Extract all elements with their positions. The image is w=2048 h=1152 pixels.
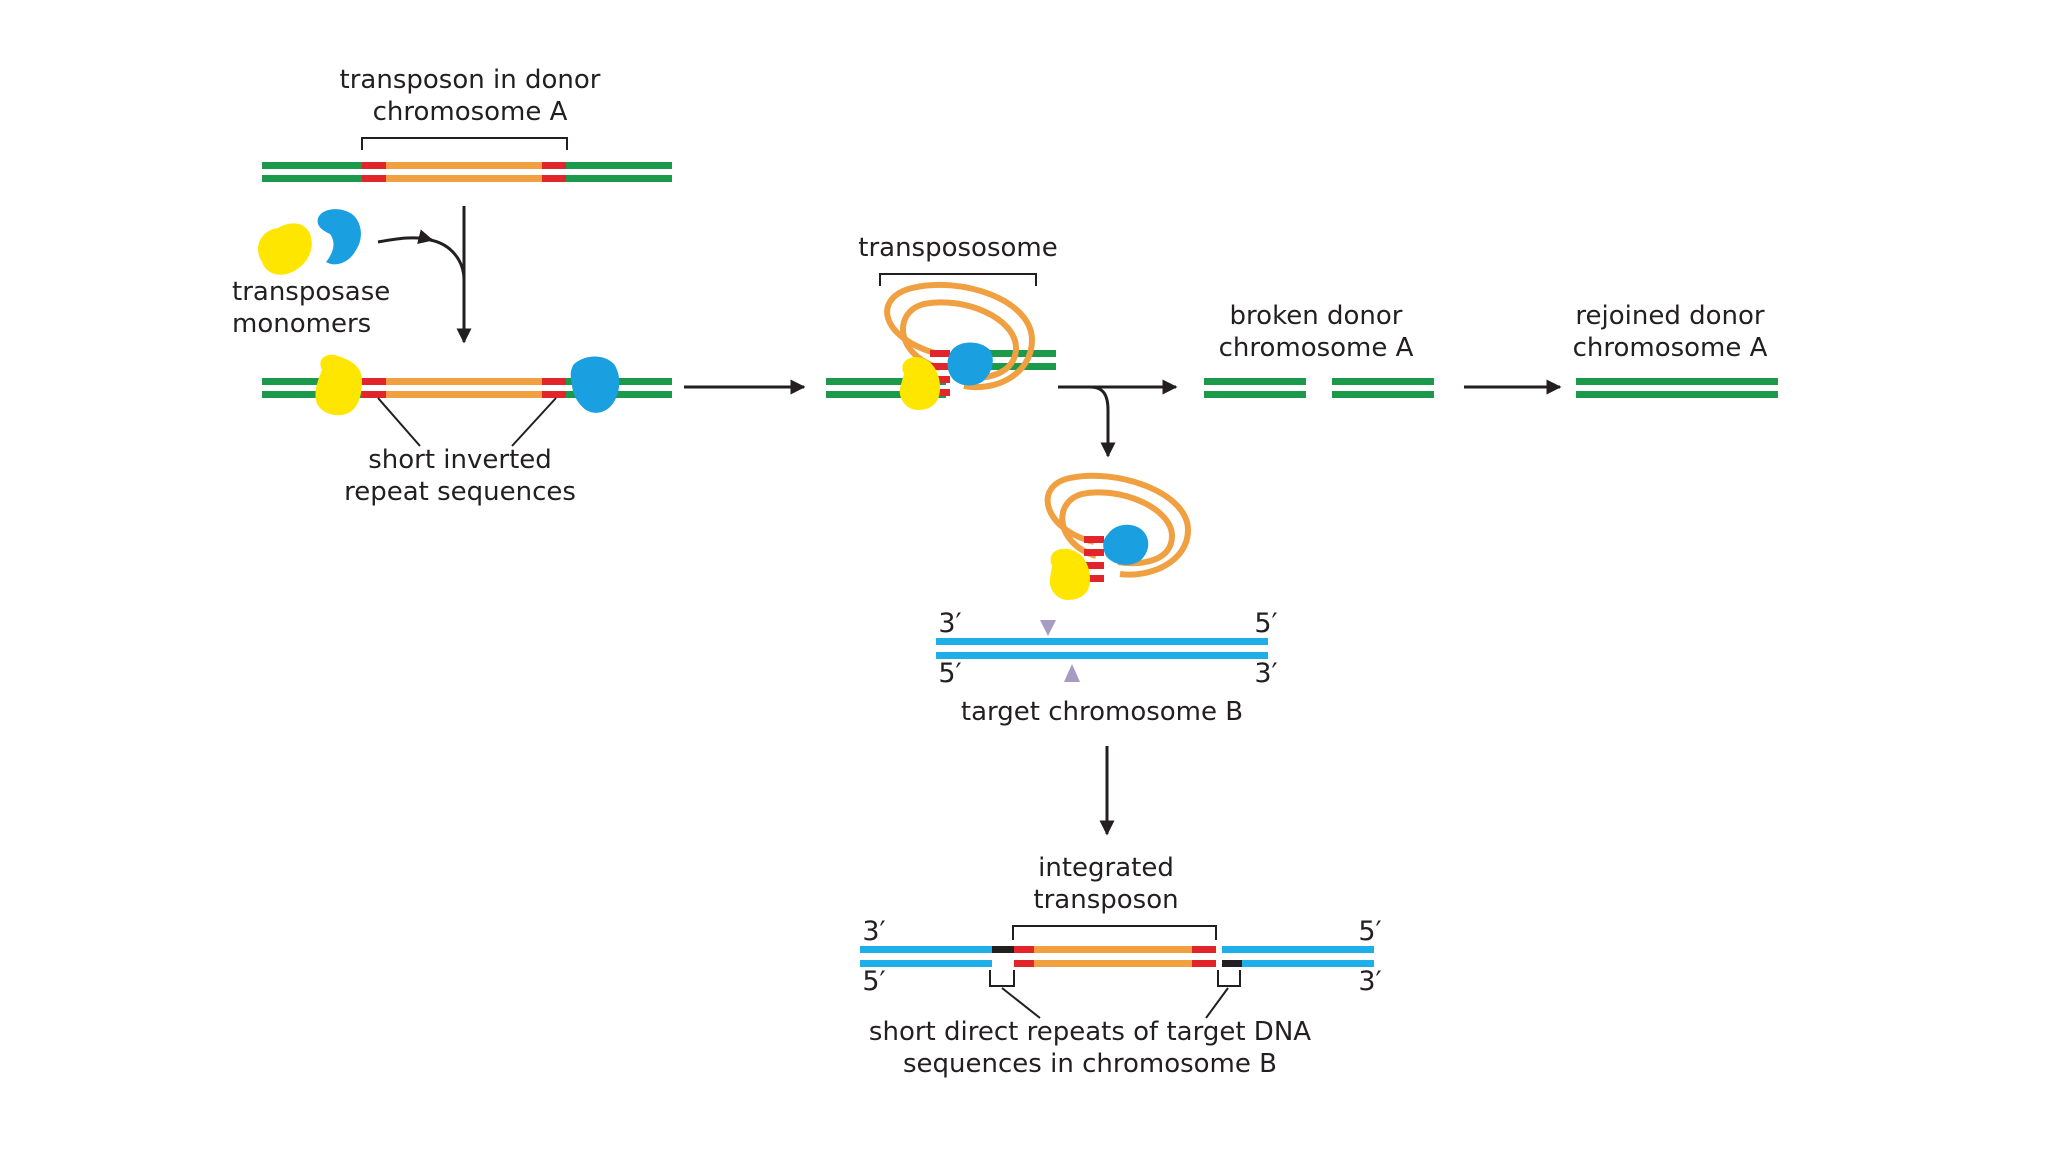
- transposon-donor-label-line2: chromosome A: [372, 97, 568, 127]
- cut-site-top: [1040, 620, 1056, 636]
- rejoined-donor-label-line2: chromosome A: [1572, 333, 1768, 363]
- transposon-segment: [384, 162, 542, 182]
- target-end-bottom-left: 5′: [938, 658, 962, 689]
- bound-transposase-blue: [570, 356, 620, 413]
- donor-chromosome-a: [262, 137, 672, 182]
- direct-repeats-label-line2: sequences in chromosome B: [903, 1049, 1277, 1079]
- transposase-label: transposase monomers: [232, 276, 432, 340]
- target-end-top-left: 3′: [938, 608, 962, 639]
- transposase-blue-blob: [317, 209, 361, 265]
- donor-with-transposase: [262, 354, 672, 447]
- rejoined-donor-label-line1: rejoined donor: [1575, 301, 1765, 331]
- integrated-label-line2: transposon: [1033, 885, 1179, 915]
- rejoined-donor-label: rejoined donor chromosome A: [1544, 300, 1796, 364]
- inverted-repeats-label-line1: short inverted: [368, 445, 552, 475]
- broken-donor-chromosome: [1204, 378, 1434, 398]
- integrated-transposon-label: integrated transposon: [990, 852, 1222, 916]
- integrated-bracket: [1012, 925, 1217, 940]
- broken-donor-label-line2: chromosome A: [1218, 333, 1414, 363]
- broken-donor-label: broken donor chromosome A: [1190, 300, 1442, 364]
- target-end-top-right: 5′: [1254, 608, 1278, 639]
- cut-site-bottom: [1064, 664, 1080, 682]
- broken-donor-label-line1: broken donor: [1229, 301, 1403, 331]
- transposon-loop-inner: [900, 299, 1020, 381]
- inverted-repeat-right: [542, 162, 566, 182]
- integrated-transposon: [860, 925, 1374, 1019]
- free-transpososome: [1044, 472, 1192, 600]
- direct-repeats-label: short direct repeats of target DNA seque…: [820, 1016, 1360, 1080]
- target-end-bottom-right: 3′: [1254, 658, 1278, 689]
- target-chromosome-label: target chromosome B: [960, 697, 1244, 727]
- transposase-label-line1: transposase: [232, 277, 391, 307]
- transposon-donor-label-line1: transposon in donor: [339, 65, 601, 95]
- integrated-end-bottom-left: 5′: [862, 966, 886, 997]
- direct-repeats-label-line1: short direct repeats of target DNA: [868, 1017, 1312, 1047]
- inverted-repeat-left: [362, 162, 386, 182]
- transpososome-label: transpososome: [858, 233, 1058, 263]
- transposase-label-line2: monomers: [232, 309, 372, 339]
- split-arrow: [1058, 379, 1178, 458]
- bound-transposase-yellow: [315, 354, 362, 416]
- transposon-bracket: [361, 137, 568, 150]
- inverted-repeats-label: short inverted repeat sequences: [306, 444, 614, 508]
- transposase-monomers: [257, 209, 361, 275]
- integrated-end-top-left: 3′: [862, 916, 886, 947]
- integrated-end-top-right: 5′: [1358, 916, 1382, 947]
- transpososome-complex: [826, 273, 1056, 410]
- transposase-yellow-blob: [257, 223, 312, 275]
- binding-arrow: [377, 206, 472, 344]
- rejoined-donor-chromosome: [1576, 378, 1778, 398]
- integrated-end-bottom-right: 3′: [1358, 966, 1382, 997]
- transposon-loop-outer: [884, 281, 1036, 391]
- transposon-donor-label: transposon in donor chromosome A: [300, 64, 640, 128]
- integrated-label-line1: integrated: [1038, 853, 1174, 883]
- inverted-repeats-label-line2: repeat sequences: [344, 477, 576, 507]
- target-chromosome-b: [936, 620, 1268, 682]
